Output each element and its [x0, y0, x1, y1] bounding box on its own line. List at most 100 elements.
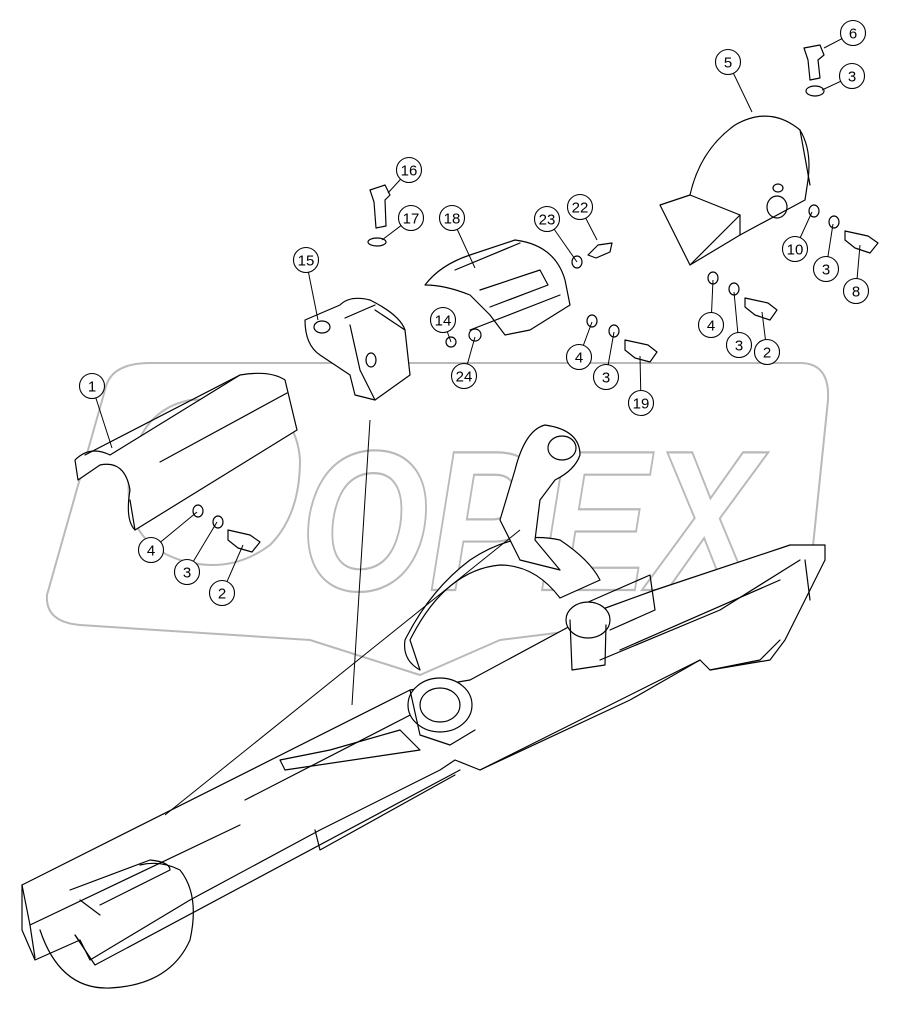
callout-c-19: 19 [627, 355, 655, 417]
bracket-part-15 [304, 297, 411, 401]
callout-circle [565, 343, 593, 371]
callout-c-3e: 3 [725, 291, 753, 359]
leader-line [639, 355, 642, 391]
callout-c-8: 8 [842, 244, 870, 305]
callout-circle [533, 205, 561, 233]
callout-c-3a: 3 [173, 521, 218, 586]
callout-circle [566, 193, 594, 221]
callout-circle [395, 156, 423, 184]
callout-c-1: 1 [78, 372, 113, 449]
main-arm [21, 424, 826, 989]
leader-line [733, 291, 739, 333]
leader-line [95, 397, 113, 449]
callout-label: 2 [763, 345, 771, 362]
callout-c-22: 22 [566, 193, 598, 241]
watermark-frame [45, 362, 830, 676]
arm-bracket [403, 536, 601, 671]
callout-label: 14 [435, 313, 452, 330]
callout-circle [697, 311, 725, 339]
callout-c-5: 5 [714, 48, 753, 113]
callout-label: 4 [707, 318, 715, 335]
leader-line [456, 229, 476, 269]
callout-circle [173, 558, 201, 586]
leader-line [585, 217, 598, 241]
callout-circle [397, 204, 425, 232]
callout-c-4c: 4 [697, 279, 725, 339]
leader-line [607, 331, 615, 365]
callout-c-3c: 3 [821, 62, 866, 91]
callout-circle [438, 204, 466, 232]
leader-line [761, 311, 766, 340]
leader-line [381, 225, 402, 241]
leader-line [799, 211, 813, 238]
callout-label: 3 [848, 69, 856, 86]
callout-label: 15 [298, 253, 315, 270]
leader-line [387, 178, 401, 194]
leader-line [226, 544, 244, 582]
leader-line [582, 321, 593, 346]
callout-label: 16 [401, 163, 418, 180]
leader-line [553, 228, 578, 263]
leader-line [307, 272, 319, 321]
callout-circle [781, 235, 809, 263]
reference-lines [164, 419, 521, 816]
callout-label: 1 [88, 379, 96, 396]
callout-label: 3 [602, 370, 610, 387]
callout-c-3d: 3 [812, 223, 840, 283]
callout-c-16: 16 [387, 156, 423, 194]
callout-c-2a: 2 [208, 544, 244, 607]
callout-c-2b: 2 [753, 311, 781, 366]
leader-line [193, 521, 218, 562]
callout-label: 23 [539, 212, 556, 229]
callout-label: 3 [735, 338, 743, 355]
callout-label: 8 [852, 284, 860, 301]
callout-label: 17 [403, 211, 420, 228]
leader-line [821, 80, 841, 91]
leader-line [466, 336, 476, 365]
leader-line [160, 511, 198, 543]
callout-circle [137, 536, 165, 564]
callout-c-4a: 4 [137, 511, 198, 564]
callout-circle [842, 277, 870, 305]
callout-c-24: 24 [450, 336, 478, 390]
callout-circle [292, 246, 320, 274]
callout-circle [838, 62, 866, 90]
fasteners [192, 44, 879, 553]
leader-line [711, 279, 714, 313]
callout-label: 4 [147, 543, 155, 560]
callout-circle [753, 338, 781, 366]
callout-c-10: 10 [781, 211, 813, 263]
callout-circle [78, 372, 106, 400]
cover-part-18 [424, 239, 571, 336]
callout-c-18: 18 [438, 204, 476, 269]
callout-c-3b: 3 [592, 331, 620, 391]
callout-label: 2 [218, 586, 226, 603]
callout-c-15: 15 [292, 246, 320, 321]
callout-label: 10 [787, 242, 804, 259]
callout-c-17: 17 [381, 204, 425, 241]
callout-label: 19 [633, 396, 650, 413]
callout-circle [429, 306, 457, 334]
leader-line [732, 73, 753, 113]
callout-label: 6 [849, 26, 857, 43]
callout-label: 3 [183, 565, 191, 582]
callout-c-4b: 4 [565, 321, 593, 371]
callout-circle [592, 363, 620, 391]
leader-line [823, 38, 843, 49]
callout-label: 18 [444, 211, 461, 228]
leader-line [827, 223, 834, 257]
callout-circle [208, 579, 236, 607]
callout-label: 3 [822, 262, 830, 279]
callout-circle [627, 389, 655, 417]
callout-circle [725, 331, 753, 359]
cover-part-1 [74, 372, 298, 531]
callout-circle [839, 19, 867, 47]
callout-circle [450, 362, 478, 390]
callout-c-6: 6 [823, 19, 867, 49]
callout-label: 5 [724, 55, 732, 72]
leader-line [856, 244, 861, 279]
callout-label: 22 [572, 200, 589, 217]
cover-part-5 [659, 115, 811, 266]
